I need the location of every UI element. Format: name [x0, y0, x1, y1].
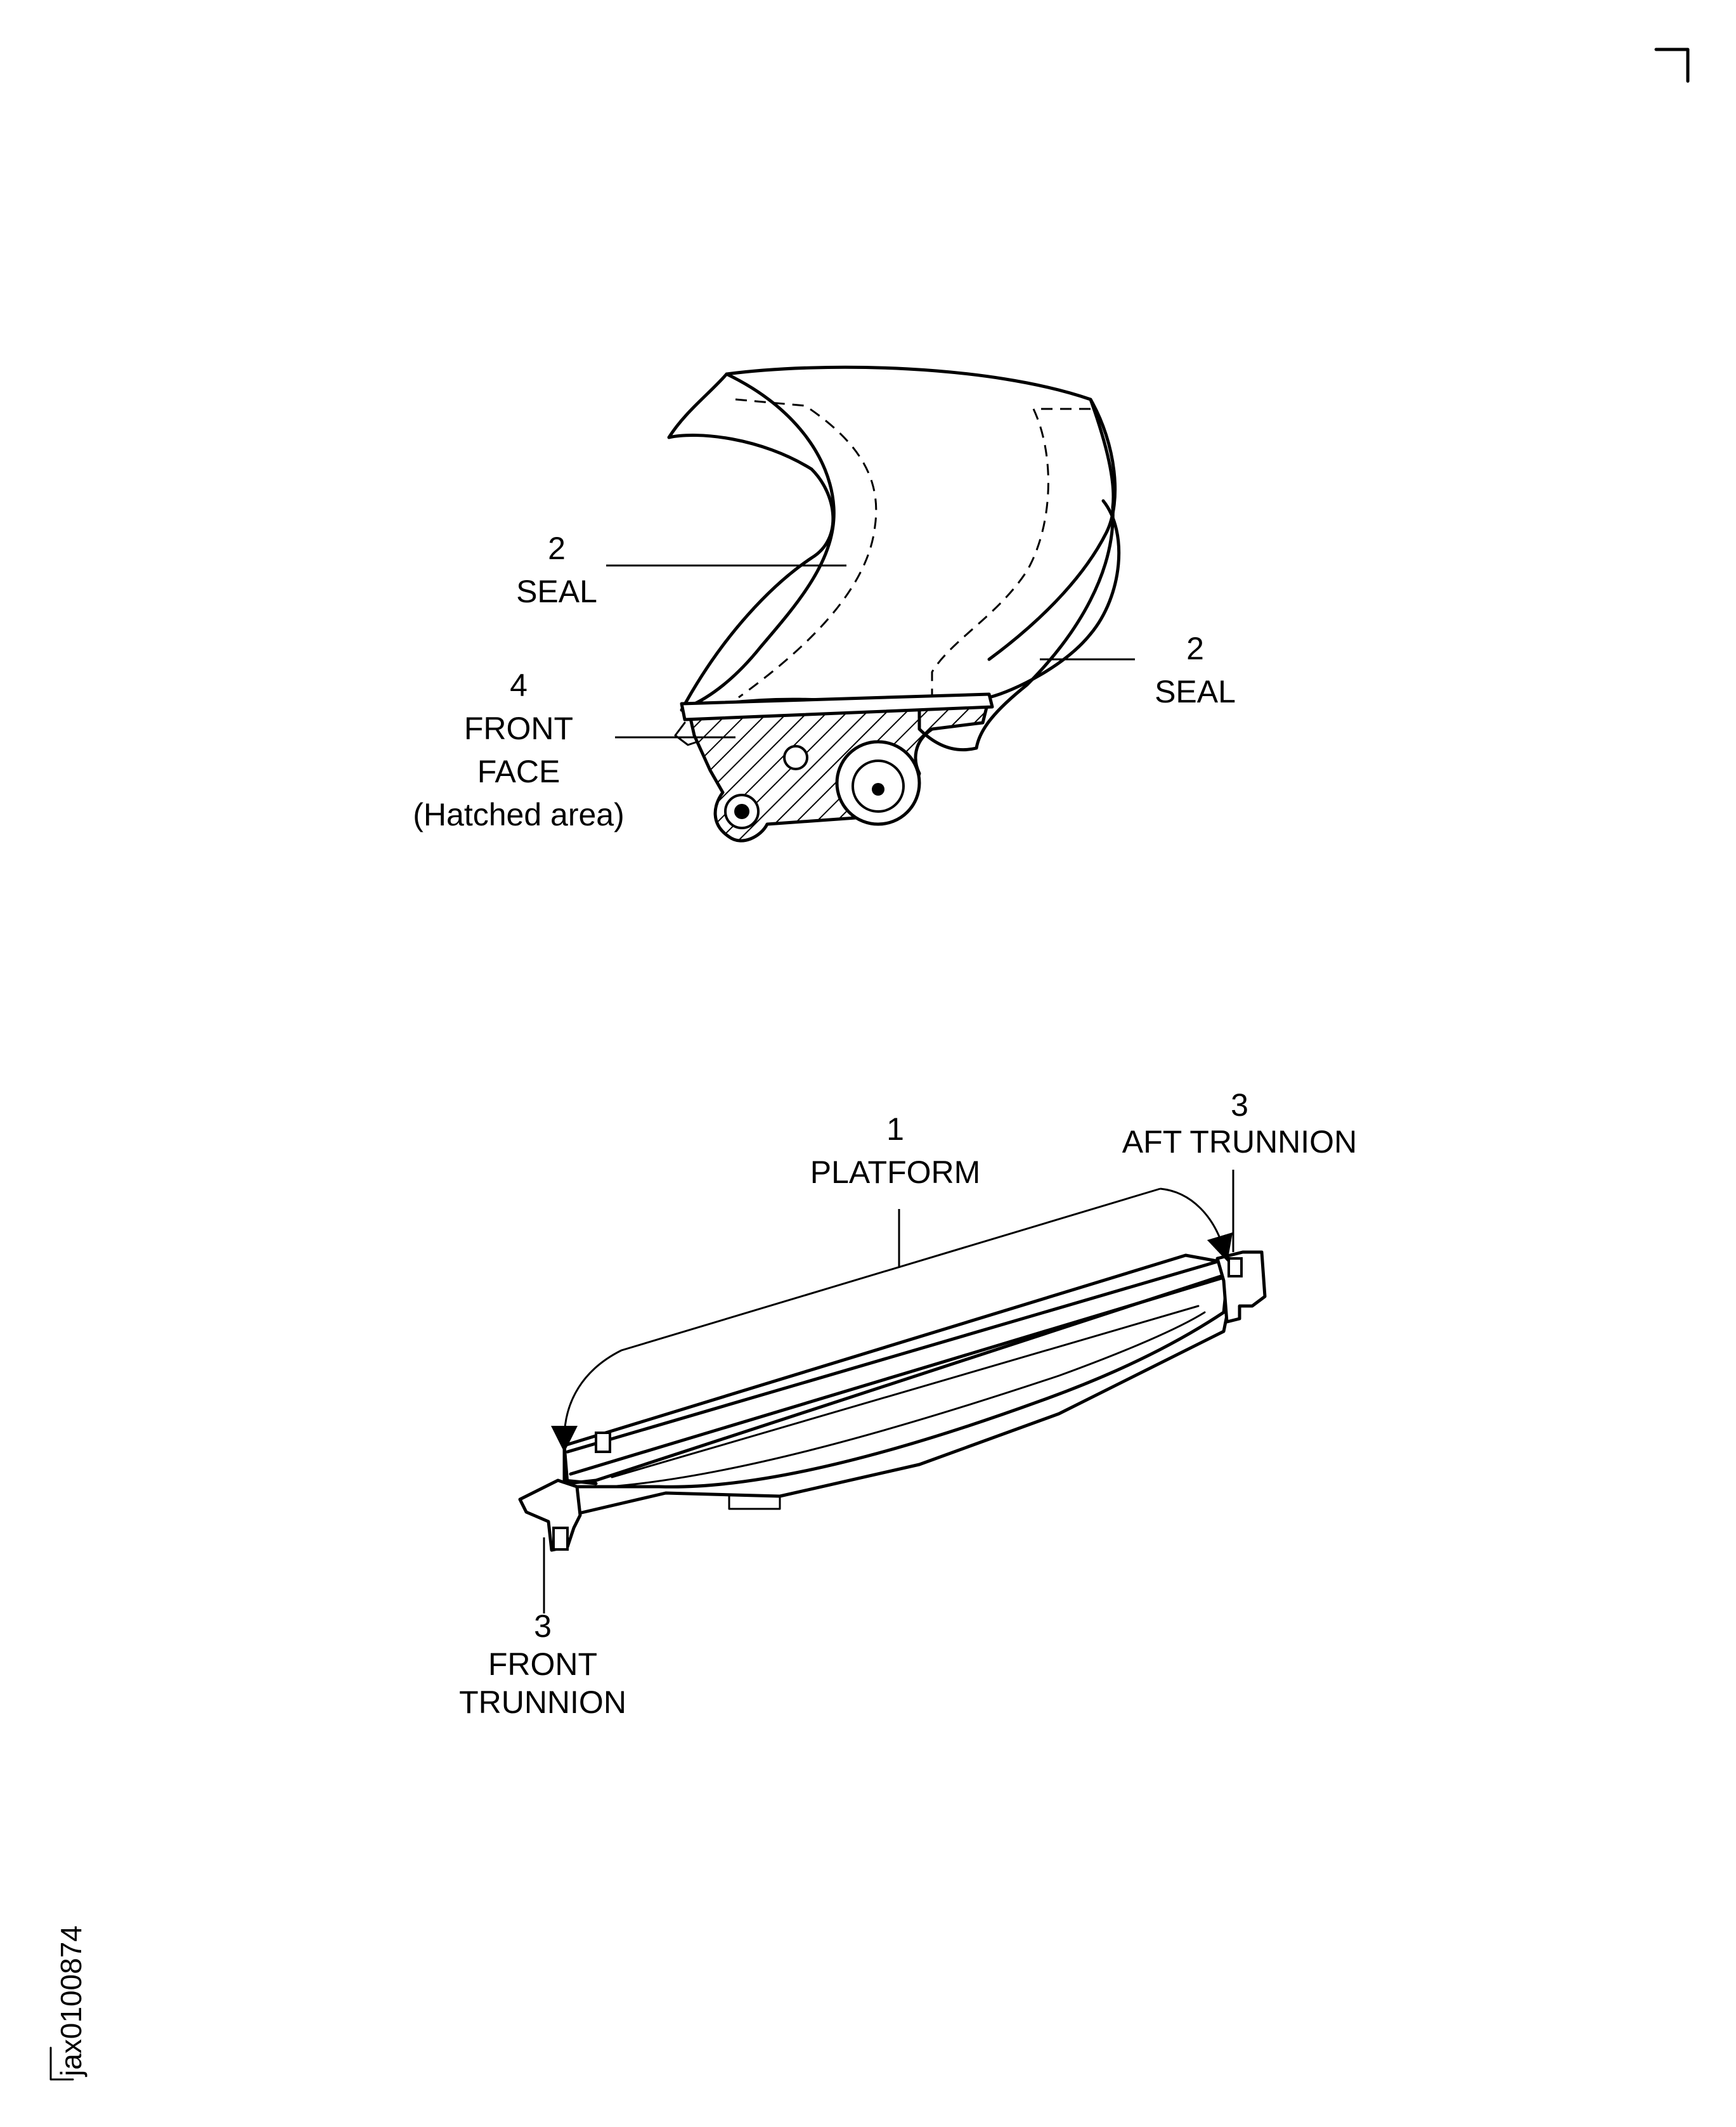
- seal-assembly-view: 2 SEAL 2 SEAL 4 FRONT FACE (Hatched area…: [413, 365, 1236, 843]
- callout-front-trunnion-line1: FRONT: [488, 1646, 597, 1682]
- front-face-left-tab: [674, 721, 699, 746]
- callout-front-face-number: 4: [510, 668, 528, 703]
- callout-seal-left-label: SEAL: [516, 574, 597, 609]
- seal-lower-lip: [987, 499, 1121, 699]
- seal-outer-lip: [987, 398, 1117, 661]
- platform-view: 1 PLATFORM 3 AFT TRUNNION 3 FRONT TRUNNI…: [459, 1087, 1357, 1720]
- callout-front-face-line3: (Hatched area): [413, 797, 625, 832]
- front-face-top-flange: [680, 692, 994, 721]
- platform-inner-rail: [611, 1305, 1200, 1478]
- platform-front-cap: [562, 1444, 598, 1485]
- platform-upper-rail: [566, 1260, 1219, 1454]
- figure-id: jax0100874: [55, 1925, 87, 2078]
- callout-seal-left-number: 2: [548, 531, 566, 566]
- platform-lower-rail: [569, 1276, 1226, 1476]
- platform-length-arc-left: [551, 1187, 1161, 1452]
- seal-body-outline: [667, 365, 1115, 752]
- front-face-bolt-core: [734, 804, 749, 819]
- bottom-left-crop-mark: [49, 2046, 74, 2081]
- trunnion-boss-center: [872, 783, 884, 796]
- callout-aft-trunnion-label: AFT TRUNNION: [1122, 1124, 1357, 1160]
- seal-inner-face: [686, 372, 836, 709]
- front-face-hole: [783, 745, 808, 770]
- callout-seal-right-label: SEAL: [1155, 674, 1236, 709]
- platform-underside-inner: [607, 1311, 1206, 1488]
- platform-length-arc: [1160, 1187, 1233, 1262]
- callout-front-trunnion-number: 3: [534, 1608, 552, 1644]
- callout-seal-right-number: 2: [1186, 631, 1204, 666]
- callout-platform-label: PLATFORM: [810, 1154, 981, 1190]
- front-trunnion-pin: [552, 1527, 569, 1551]
- callout-aft-trunnion-number: 3: [1231, 1087, 1248, 1123]
- seal-hidden-line-left: [735, 398, 878, 699]
- aft-trunnion-pin: [1228, 1257, 1243, 1277]
- corner-crop-marks: [49, 48, 1690, 2081]
- platform-front-tab: [595, 1432, 611, 1453]
- seal-hidden-line-right: [931, 408, 1091, 704]
- callout-front-trunnion-line2: TRUNNION: [459, 1684, 626, 1720]
- platform-underside: [575, 1279, 1229, 1489]
- platform-underside-pad: [728, 1495, 781, 1510]
- callout-platform-number: 1: [886, 1111, 904, 1147]
- front-trunnion: [518, 1478, 582, 1552]
- callout-front-face-line2: FACE: [477, 754, 560, 789]
- callout-front-face-line1: FRONT: [464, 711, 573, 746]
- top-right-crop-mark: [1654, 48, 1690, 83]
- platform-bottom-edge: [569, 1314, 1229, 1517]
